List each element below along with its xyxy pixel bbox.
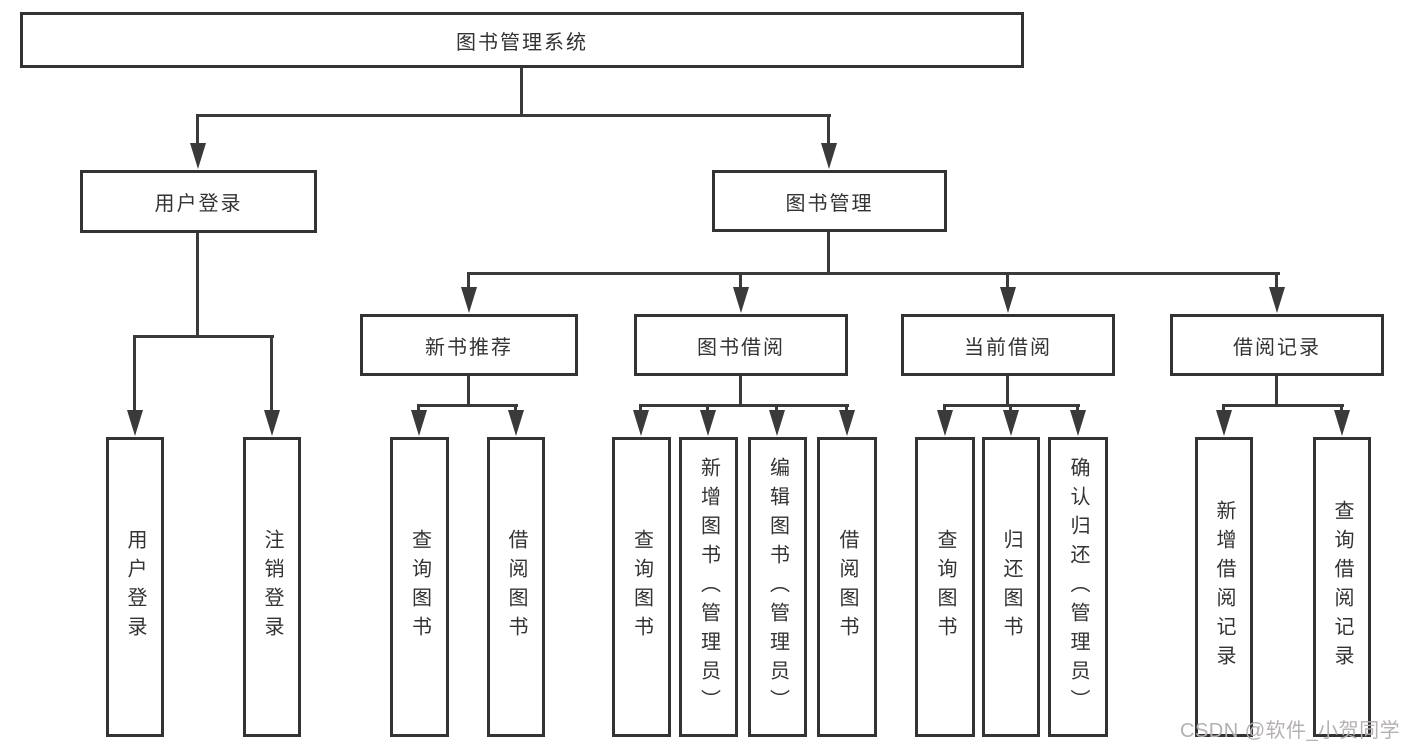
node-label: 编辑图书（管理员） xyxy=(766,456,789,718)
arrow-line xyxy=(514,404,517,412)
branch-line xyxy=(639,404,849,407)
node-label: 用户登录 xyxy=(154,193,243,215)
node-label: 借阅图书 xyxy=(505,529,527,645)
arrow-head xyxy=(769,410,785,436)
node-label: 新增图书（管理员） xyxy=(697,456,720,718)
leaf-edit-book-admin: 编辑图书（管理员） xyxy=(748,437,807,737)
arrow-head xyxy=(411,410,427,436)
leaf-borrow-books: 借阅图书 xyxy=(817,437,877,737)
node-root: 图书管理系统 xyxy=(20,12,1024,68)
arrow-line xyxy=(943,404,946,412)
node-label: 借阅记录 xyxy=(1233,336,1321,359)
arrow-head xyxy=(127,410,143,436)
arrow-head xyxy=(839,410,855,436)
trunk-line xyxy=(739,376,742,406)
leaf-add-borrow-record: 新增借阅记录 xyxy=(1195,437,1253,737)
node-current-borrowing: 当前借阅 xyxy=(901,314,1115,376)
arrow-head xyxy=(937,410,953,436)
trunk-line xyxy=(1006,376,1009,406)
branch-line xyxy=(417,404,518,407)
node-label: 新增借阅记录 xyxy=(1213,500,1235,674)
branch-line xyxy=(1222,404,1344,407)
arrow-head xyxy=(264,410,280,436)
node-label: 新书推荐 xyxy=(425,336,513,359)
arrow-head xyxy=(461,287,477,313)
arrow-head xyxy=(190,143,206,169)
node-label: 查询图书 xyxy=(408,529,431,645)
leaf-query-books: 查询图书 xyxy=(612,437,671,737)
arrow-line xyxy=(1009,404,1012,412)
leaf-logout: 注销登录 xyxy=(243,437,301,737)
branch-line xyxy=(196,114,831,117)
arrow-head xyxy=(821,143,837,169)
node-user-login: 用户登录 xyxy=(80,170,317,233)
arrow-head xyxy=(1216,410,1232,436)
arrow-head xyxy=(1070,410,1086,436)
node-label: 查询图书 xyxy=(934,529,956,645)
arrow-line xyxy=(1076,404,1079,412)
node-book-borrowing: 图书借阅 xyxy=(634,314,848,376)
leaf-add-book-admin: 新增图书（管理员） xyxy=(679,437,738,737)
leaf-query-books: 查询图书 xyxy=(915,437,975,737)
trunk-line xyxy=(196,233,199,337)
arrow-line xyxy=(1275,272,1278,288)
leaf-query-borrow-record: 查询借阅记录 xyxy=(1313,437,1371,737)
csdn-watermark: CSDN @软件_小贺同学 xyxy=(1180,720,1401,742)
branch-line xyxy=(467,272,1280,275)
node-label: 借阅图书 xyxy=(836,529,858,645)
arrow-head xyxy=(633,410,649,436)
node-borrowing-records: 借阅记录 xyxy=(1170,314,1384,376)
arrow-line xyxy=(417,404,420,412)
branch-line xyxy=(133,335,274,338)
leaf-return-books: 归还图书 xyxy=(982,437,1040,737)
node-label: 图书管理系统 xyxy=(456,31,588,54)
arrow-line xyxy=(639,404,642,412)
trunk-line xyxy=(520,68,523,116)
leaf-query-books: 查询图书 xyxy=(390,437,449,737)
arrow-head xyxy=(1334,410,1350,436)
arrow-line xyxy=(775,404,778,412)
arrow-head xyxy=(1000,287,1016,313)
leaf-confirm-return-admin: 确认归还（管理员） xyxy=(1048,437,1108,737)
node-label: 归还图书 xyxy=(1000,529,1022,645)
arrow-head xyxy=(1003,410,1019,436)
arrow-line xyxy=(1222,404,1225,412)
trunk-line xyxy=(467,376,470,406)
arrow-head xyxy=(1269,287,1285,313)
node-label: 图书借阅 xyxy=(697,336,785,359)
arrow-head xyxy=(733,287,749,313)
arrow-line xyxy=(845,404,848,412)
arrow-line xyxy=(270,335,273,412)
arrow-head xyxy=(700,410,716,436)
arrow-line xyxy=(739,272,742,288)
node-label: 当前借阅 xyxy=(964,336,1052,359)
arrow-line xyxy=(196,114,199,145)
arrow-line xyxy=(1340,404,1343,412)
node-new-book-recommendation: 新书推荐 xyxy=(360,314,578,376)
node-label: 图书管理 xyxy=(785,192,874,215)
node-label: 确认归还（管理员） xyxy=(1067,456,1089,718)
arrow-head xyxy=(508,410,524,436)
arrow-line xyxy=(1006,272,1009,288)
arrow-line xyxy=(467,272,470,288)
arrow-line xyxy=(133,335,136,412)
trunk-line xyxy=(827,232,830,274)
arrow-line xyxy=(827,114,830,145)
leaf-borrow-books: 借阅图书 xyxy=(487,437,545,737)
node-label: 查询图书 xyxy=(630,529,653,645)
node-label: 用户登录 xyxy=(124,529,146,645)
node-label: 注销登录 xyxy=(261,529,283,645)
arrow-line xyxy=(706,404,709,412)
trunk-line xyxy=(1275,376,1278,406)
leaf-user-login: 用户登录 xyxy=(106,437,164,737)
node-book-management: 图书管理 xyxy=(712,170,947,232)
node-label: 查询借阅记录 xyxy=(1331,500,1353,674)
